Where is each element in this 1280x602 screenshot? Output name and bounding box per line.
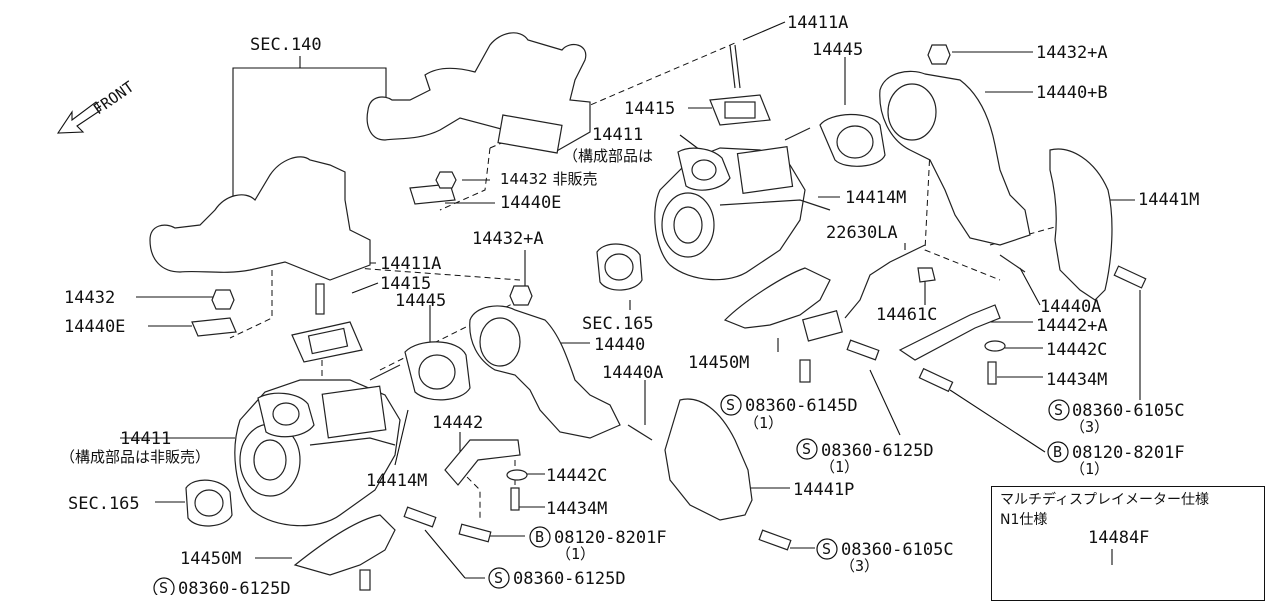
label-08360-6105C-bottom-qty: （3）: [840, 557, 879, 575]
label-14411-left-note: （構成部品は非販売）: [60, 448, 210, 466]
label-14440E-top: 14440E: [500, 193, 561, 213]
label-14442C-right: 14442C: [1046, 340, 1107, 360]
label-14440: 14440: [594, 335, 645, 355]
label-14411-top: 14411: [592, 125, 643, 145]
label-14450M-left: 14450M: [180, 549, 241, 569]
screw-symbol-letter: S: [1054, 401, 1063, 419]
spec-box-subtitle: N1仕様: [1000, 512, 1048, 528]
label-14450M-mid: 14450M: [688, 353, 749, 373]
label-sec140: SEC.140: [250, 35, 322, 55]
label-08360-6145D-qty: （1）: [744, 414, 783, 432]
label-14411-left: 14411: [120, 429, 171, 449]
screw-symbol: [816, 538, 838, 560]
label-14432-left: 14432: [64, 288, 115, 308]
screw-symbol-letter: S: [494, 569, 503, 587]
label-14434M-right: 14434M: [1046, 370, 1107, 390]
part-labels: SEC.140 FRONT 14411A 14445 14432+A 14440…: [60, 13, 1199, 599]
bolt-symbol: [529, 526, 551, 548]
label-14441P: 14441P: [793, 480, 854, 500]
bolt-symbol: [1047, 441, 1069, 463]
label-14432-nosale: 14432 非販売: [500, 170, 598, 188]
label-sec165-left: SEC.165: [68, 494, 140, 514]
label-sec165-mid: SEC.165: [582, 314, 654, 334]
label-14414M-top: 14414M: [845, 188, 906, 208]
screw-symbol-letter: S: [822, 540, 831, 558]
screw-symbol-letter: S: [726, 396, 735, 414]
spec-box: マルチディスプレイメーター仕様 N1仕様 14484F: [991, 486, 1265, 601]
label-14432A-mid: 14432+A: [472, 229, 544, 249]
screw-symbol: [1048, 399, 1070, 421]
label-22630LA: 22630LA: [826, 223, 898, 243]
label-08360-6125D-bottom2: 08360-6125D: [178, 579, 291, 595]
label-14440B: 14440+B: [1036, 83, 1108, 103]
label-08360-6105C-right: 08360-6105C: [1072, 401, 1185, 421]
label-14432A-top: 14432+A: [1036, 43, 1108, 63]
label-14461C: 14461C: [876, 305, 937, 325]
label-08120-8201F-right-qty: （1）: [1070, 460, 1109, 478]
label-14445-left: 14445: [395, 291, 446, 311]
label-14441M: 14441M: [1138, 190, 1199, 210]
label-14411A-left: 14411A: [380, 254, 441, 274]
label-14415-top: 14415: [624, 99, 675, 119]
spec-box-title: マルチディスプレイメーター仕様: [1000, 492, 1210, 508]
bolt-symbol-letter: B: [1053, 443, 1062, 461]
label-14442A: 14442+A: [1036, 316, 1108, 336]
label-14440A-mid: 14440A: [602, 363, 663, 383]
label-08120-8201F-left-qty: （1）: [556, 545, 595, 563]
label-08120-8201F-left: 08120-8201F: [554, 528, 667, 548]
parts: [149, 32, 1156, 596]
screw-symbol: [796, 438, 818, 460]
spec-box-art: 14484F: [1088, 528, 1149, 565]
screw-symbol-letter: S: [802, 440, 811, 458]
label-14440A-right: 14440A: [1040, 297, 1101, 317]
label-14415-left: 14415: [380, 274, 431, 294]
label-14414M-left: 14414M: [366, 471, 427, 491]
label-14445-top: 14445: [812, 40, 863, 60]
screw-symbol-letter: S: [159, 579, 168, 595]
label-08360-6125D-mid-qty: （1）: [820, 458, 859, 476]
label-08360-6125D-bottom: 08360-6125D: [513, 569, 626, 589]
label-14442: 14442: [432, 413, 483, 433]
screw-symbol: [488, 567, 510, 589]
bolt-symbol-letter: B: [535, 528, 544, 546]
label-14442C-left: 14442C: [546, 466, 607, 486]
label-08360-6105C-right-qty: （3）: [1070, 418, 1109, 436]
label-08360-6105C-bottom: 08360-6105C: [841, 540, 954, 560]
label-14484F: 14484F: [1088, 528, 1149, 548]
label-14411A-top: 14411A: [787, 13, 848, 33]
label-08120-8201F-right: 08120-8201F: [1072, 443, 1185, 463]
label-08360-6125D-mid: 08360-6125D: [821, 441, 934, 461]
label-front: FRONT: [90, 78, 137, 119]
label-14440E-left: 14440E: [64, 317, 125, 337]
label-08360-6145D: 08360-6145D: [745, 396, 858, 416]
label-14434M-left: 14434M: [546, 499, 607, 519]
label-14411-top-note: （構成部品は: [563, 147, 653, 165]
screw-symbol: [720, 394, 742, 416]
